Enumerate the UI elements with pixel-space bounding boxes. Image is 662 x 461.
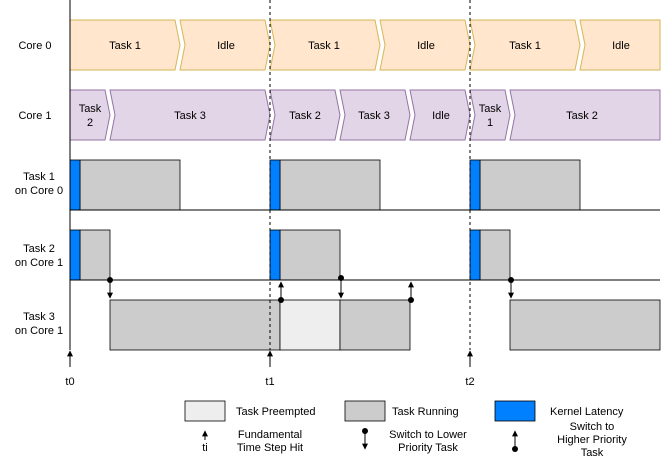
row-label-core1: Core 1 [18, 110, 51, 122]
legend-time-step-symbol: ti [202, 442, 208, 454]
switch-lower-arrow [338, 275, 344, 299]
core1-segment-label: Idle [432, 110, 450, 122]
task-running-block [109, 299, 281, 351]
task-running-block [339, 299, 411, 351]
core1-segment [509, 89, 661, 141]
task-running-block [279, 229, 341, 281]
row-label-core0: Core 0 [18, 40, 51, 52]
core1-segment-label: Task 2 [289, 110, 321, 122]
kernel-latency-block [269, 159, 281, 211]
core0-segment [379, 19, 471, 71]
legend-swatch-preempted [184, 400, 226, 422]
core0-segment [269, 19, 381, 71]
core0-segment-label: Task 1 [509, 40, 541, 52]
core1-segment-label: Task 3 [174, 110, 206, 122]
core1-segment [469, 89, 511, 141]
time-label-t1: t1 [265, 376, 274, 388]
switch-lower-arrow [107, 277, 113, 299]
switch-lower-arrow [508, 277, 514, 299]
legend: Task Preempted Task Running Kernel Laten… [184, 400, 627, 459]
kernel-latency-block [69, 229, 81, 281]
legend-swatch-kernel [494, 400, 536, 422]
task3-lane [109, 299, 661, 351]
task1-lane [69, 159, 660, 211]
legend-switch-lower-icon [362, 428, 368, 450]
core0-track: Task 1 Idle Task 1 Idle Task 1 Idle [69, 19, 661, 71]
time-label-t2: t2 [465, 376, 474, 388]
switch-higher-arrow [408, 281, 414, 303]
task-running-block [79, 229, 111, 281]
core0-segment-label: Idle [417, 40, 435, 52]
core0-segment [579, 19, 661, 71]
core0-segment [179, 19, 271, 71]
core1-segment [339, 89, 411, 141]
kernel-latency-block [469, 159, 481, 211]
task2-lane [69, 229, 660, 281]
core1-segment-label: Task 3 [358, 110, 390, 122]
task-running-block [279, 159, 381, 211]
legend-label-preempted: Task Preempted [236, 406, 315, 418]
switch-higher-arrow [278, 281, 284, 303]
core0-segment-label: Task 1 [308, 40, 340, 52]
task-preempted-block [279, 299, 341, 351]
core1-segment [409, 89, 471, 141]
kernel-latency-block [69, 159, 81, 211]
time-label-t0: t0 [65, 376, 74, 388]
legend-label-running: Task Running [392, 406, 459, 418]
core1-segment-label: Task 2 [566, 110, 598, 122]
core0-segment-label: Idle [217, 40, 235, 52]
legend-swatch-running [344, 400, 386, 422]
core0-segment-label: Idle [612, 40, 630, 52]
task-running-block [509, 299, 661, 351]
core0-segment [469, 19, 581, 71]
legend-switch-higher-icon [512, 430, 518, 452]
core1-segment [109, 89, 271, 141]
core0-segment-label: Task 1 [109, 40, 141, 52]
legend-label-kernel: Kernel Latency [550, 406, 624, 418]
core1-segment [269, 89, 341, 141]
task-running-block [479, 229, 511, 281]
kernel-latency-block [269, 229, 281, 281]
task-running-block [79, 159, 181, 211]
task-running-block [479, 159, 581, 211]
core1-segment [69, 89, 111, 141]
kernel-latency-block [469, 229, 481, 281]
